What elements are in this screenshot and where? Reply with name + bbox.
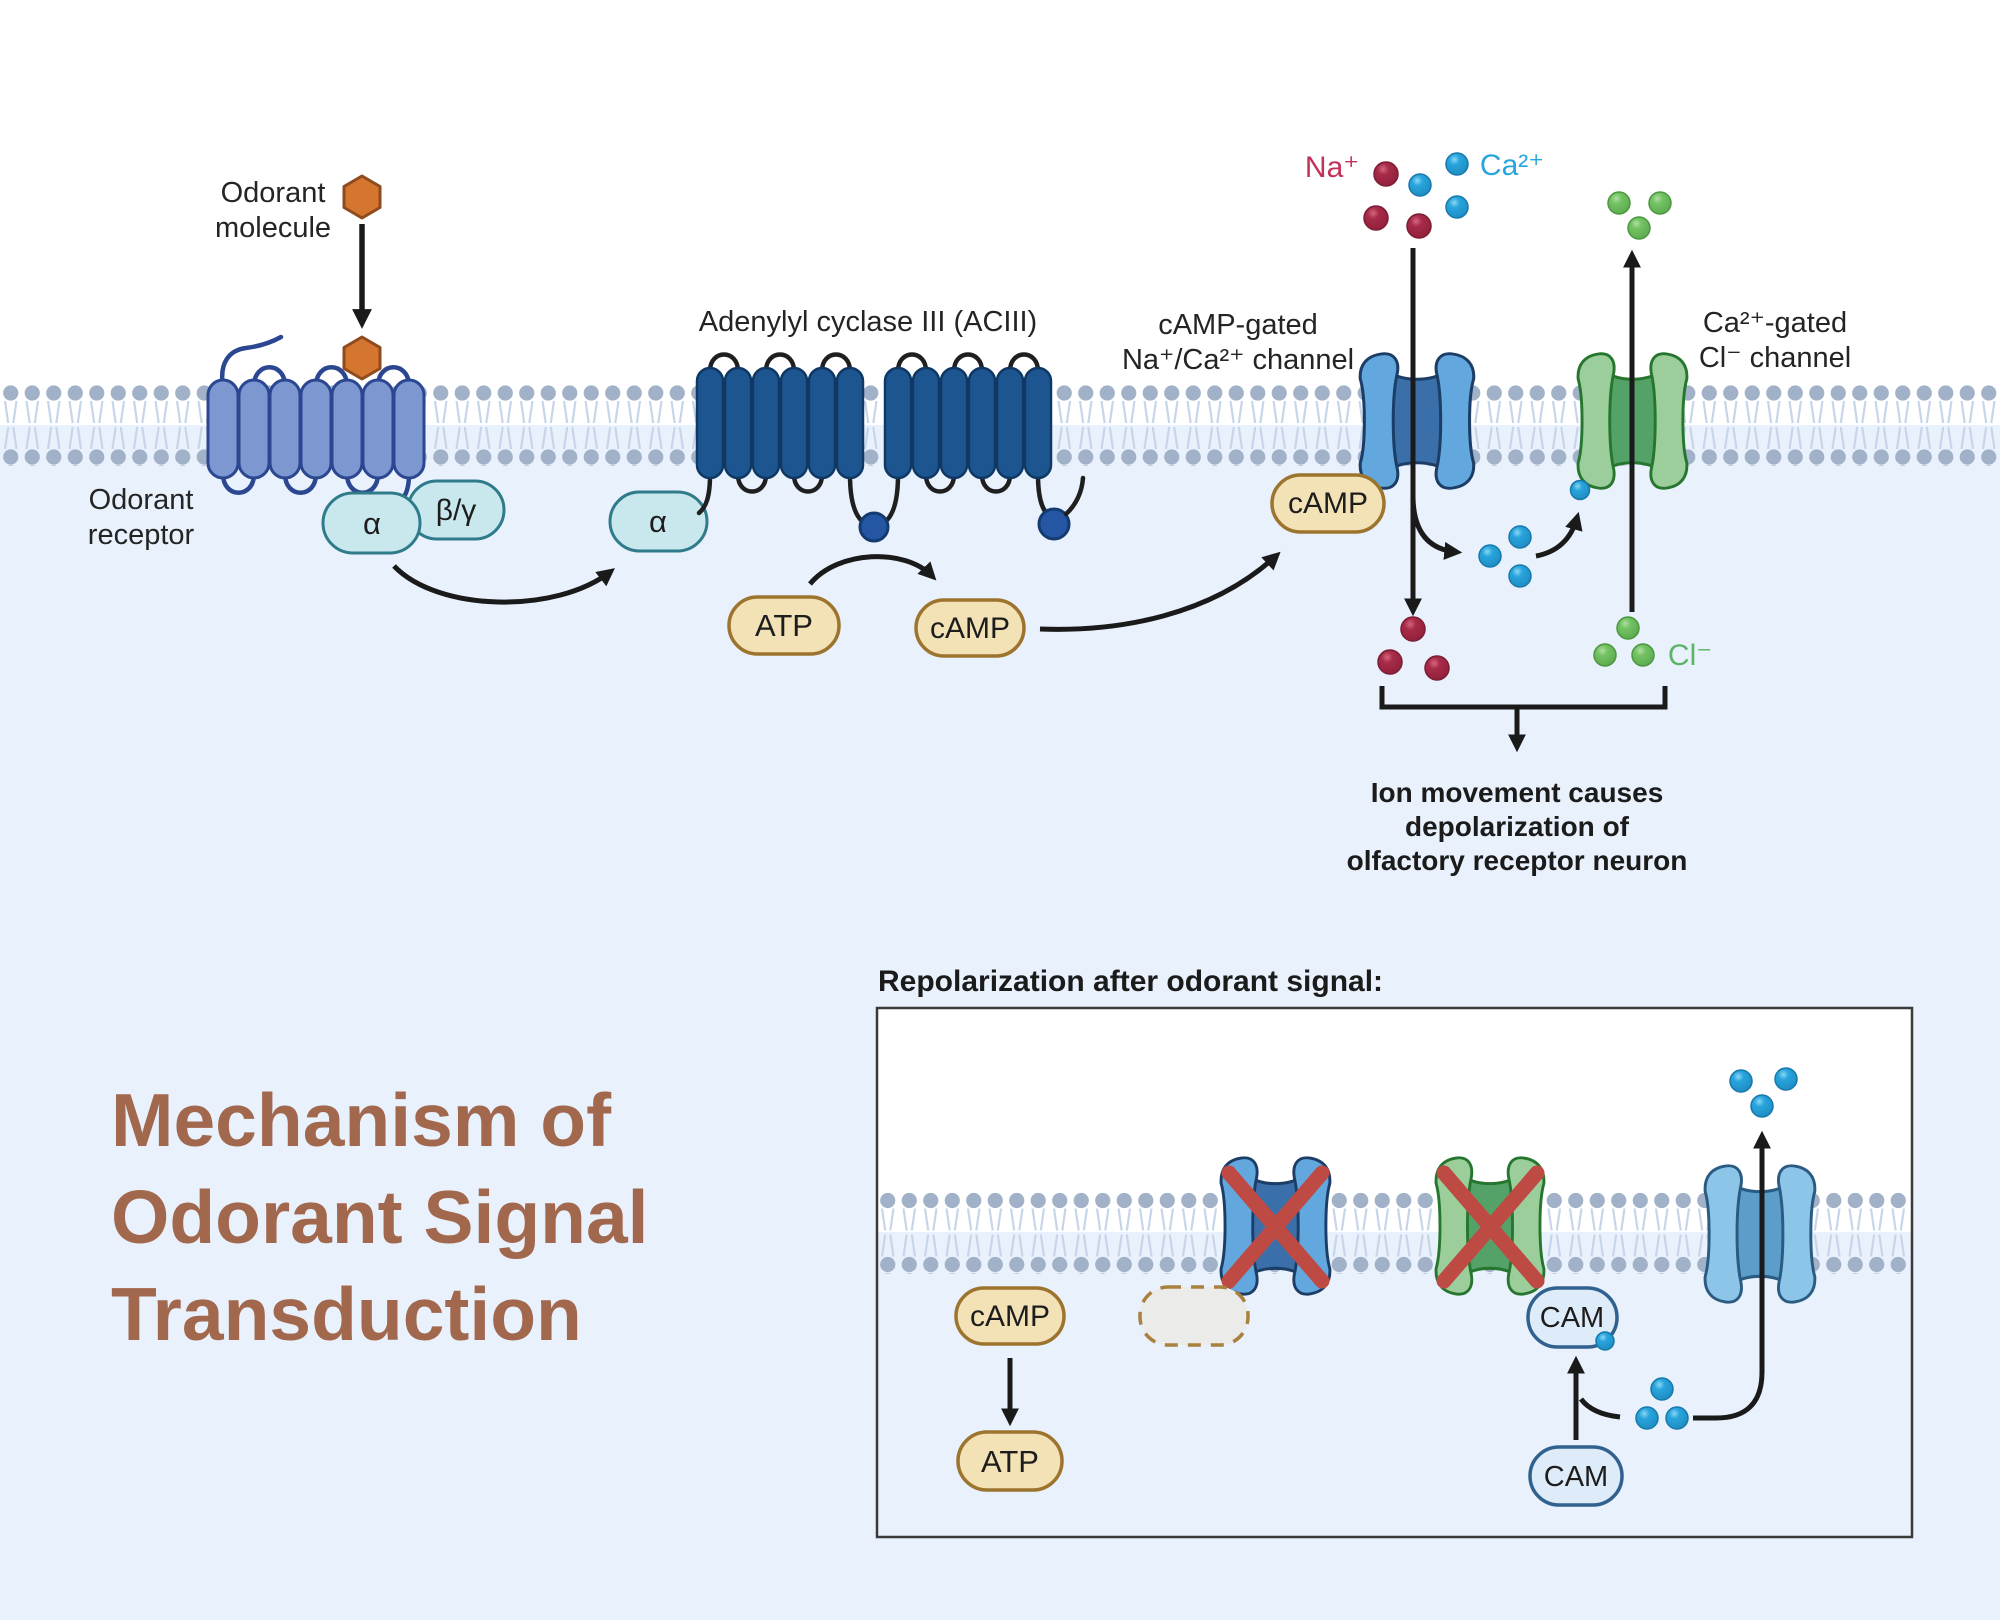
page-title: Mechanism of Odorant Signal Transduction [111, 1072, 649, 1363]
ca-ions-extracellular [1408, 152, 1469, 219]
bound-odorant-icon [342, 335, 382, 381]
odorant-molecule-label-line1: Odorant [220, 177, 326, 209]
cam-bound [1526, 1286, 1619, 1349]
panel-camp-label: cAMP [969, 1300, 1051, 1333]
odorant-molecule-label-line2: molecule [214, 212, 332, 244]
camp-label: cAMP [929, 612, 1011, 645]
cam-free-label: CAM [1543, 1461, 1609, 1493]
receptor-n-terminus [219, 334, 284, 389]
camp-to-channel-arrow [1039, 551, 1281, 632]
g-alpha-label: α [363, 506, 381, 541]
na-ions-intracellular [1377, 616, 1450, 681]
ca-to-cam-curve [1578, 1397, 1621, 1420]
aciii-catalytic-domain-1 [858, 511, 890, 543]
cam-free [1528, 1445, 1624, 1507]
atp-label: ATP [755, 608, 813, 643]
ca-ions-panel-intracellular [1635, 1377, 1689, 1430]
alpha-translocation-arrow [392, 564, 615, 605]
odorant-molecule-label: Odorant molecule [215, 176, 331, 246]
aciii-helices [695, 366, 1053, 480]
receptor-helices [206, 378, 426, 480]
aciii-label: Adenylyl cyclase III (ACIII) [698, 306, 1038, 338]
odorant-molecule-icon [342, 174, 382, 220]
atp-to-camp-arrow [808, 554, 937, 586]
odorant-receptor-label: Odorant receptor [88, 483, 194, 553]
g-beta-gamma-label: β/γ [435, 494, 477, 527]
aciii-catalytic-domain-2 [1037, 507, 1071, 541]
atp-molecule [727, 595, 841, 656]
camp-gated-channel-label: cAMP-gated Na⁺/Ca²⁺ channel [1122, 308, 1354, 378]
panel-atp-molecule [956, 1430, 1064, 1492]
depolarization-caption-line2: depolarization of [1404, 811, 1629, 842]
aciii-c-terminus [1063, 475, 1086, 517]
cam-bound-label: CAM [1539, 1302, 1605, 1334]
ca-branch-arrow [1410, 497, 1463, 560]
cl-channel-label-line2: Cl⁻ channel [1698, 342, 1852, 374]
odorant-receptor-label-line1: Odorant [88, 484, 194, 516]
cl-ion-label: Cl⁻ [1667, 639, 1713, 672]
odorant-receptor [206, 334, 426, 509]
ca-ion-label: Ca²⁺ [1479, 149, 1545, 182]
depolarization-caption: Ion movement causes depolarization of ol… [1347, 776, 1688, 878]
ca-to-cl-channel-arrow [1535, 511, 1583, 559]
ion-bracket [1379, 686, 1668, 710]
page-title-line2: Odorant Signal [111, 1175, 649, 1259]
page-title-line1: Mechanism of [111, 1078, 612, 1162]
ca-ions-intracellular [1478, 479, 1591, 588]
na-ion-label: Na⁺ [1304, 151, 1360, 184]
camp-bound-to-channel [1270, 473, 1386, 534]
odorant-receptor-label-line2: receptor [87, 519, 195, 551]
cl-channel-label: Ca²⁺-gated Cl⁻ channel [1699, 306, 1851, 376]
ca-ions-panel-extracellular [1729, 1067, 1798, 1118]
cl-ions-extracellular [1607, 191, 1672, 240]
aciii-cytoplasmic-tails [696, 472, 1051, 528]
g-protein-alpha-active [608, 490, 709, 553]
x-mark-blue-channel [1221, 1165, 1330, 1289]
ca-efflux-arrow [1693, 1130, 1771, 1421]
aciii-top-loops [707, 352, 1041, 372]
camp-molecule [914, 598, 1026, 658]
panel-border [875, 1006, 1914, 1539]
ca-ion-on-cam [1595, 1331, 1615, 1351]
camp-gated-channel-label-line2: Na⁺/Ca²⁺ channel [1121, 344, 1355, 376]
x-mark-green-channel [1436, 1165, 1545, 1289]
cl-ions-intracellular [1593, 616, 1655, 667]
depolarization-caption-line3: olfactory receptor neuron [1346, 845, 1688, 876]
g-protein-alpha [321, 491, 422, 555]
camp-gated-channel-label-line1: cAMP-gated [1158, 309, 1318, 341]
g-alpha-active-label: α [649, 504, 667, 539]
adenylyl-cyclase-iii [695, 352, 1086, 543]
repolarization-heading: Repolarization after odorant signal: [878, 965, 1384, 998]
page-title-line3: Transduction [111, 1272, 582, 1356]
camp-channel-bound-label: cAMP [1287, 487, 1369, 520]
blocked-channel-x-marks [1221, 1165, 1545, 1289]
na-ions-extracellular [1363, 161, 1432, 239]
repolarization-panel [875, 1006, 1914, 1539]
aciii-bottom-loops [735, 474, 1013, 494]
depolarization-caption-line1: Ion movement causes [1370, 777, 1664, 808]
degraded-protein-outline [1138, 1285, 1250, 1347]
panel-camp-molecule [954, 1286, 1066, 1346]
panel-atp-label: ATP [981, 1444, 1039, 1479]
cl-channel-label-line1: Ca²⁺-gated [1702, 307, 1848, 339]
